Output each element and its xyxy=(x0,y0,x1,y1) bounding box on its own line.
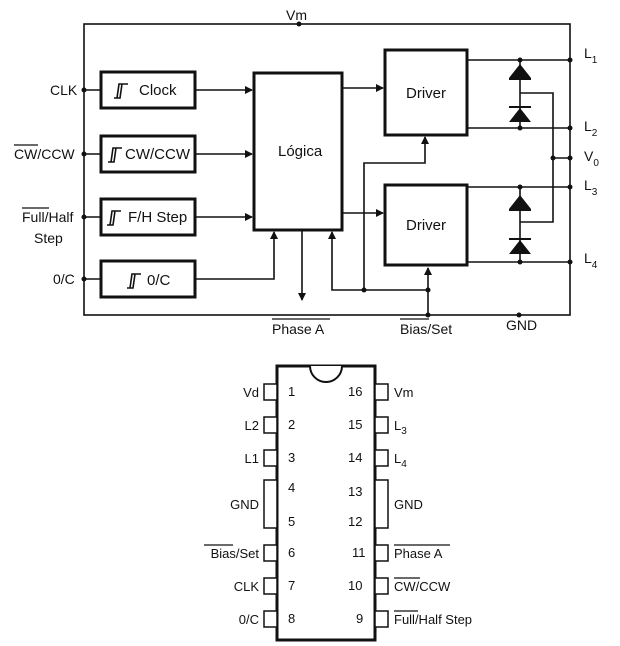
pin-number: 10 xyxy=(348,578,362,593)
pin-number: 6 xyxy=(288,545,295,560)
block-diagram: Vm CLK CW/CCW Full/Half Step 0/C Clock C… xyxy=(14,7,599,337)
pin-label: 0/C xyxy=(239,612,259,627)
cw-ccw-input-label: CW/CCW xyxy=(14,146,75,162)
diode-top-pair xyxy=(509,57,531,131)
pin-number: 11 xyxy=(352,545,366,560)
v0-label: V0 xyxy=(584,148,599,169)
pin-label: L2 xyxy=(245,418,259,433)
pin-number: 15 xyxy=(348,417,362,432)
cwccw-block-label: CW/CCW xyxy=(125,146,191,163)
ic-pinout: 1 2 3 4 5 6 7 8 16 15 14 13 12 11 10 9 V… xyxy=(204,364,472,642)
right-pin-stubs xyxy=(374,383,389,628)
step-input-label: Step xyxy=(34,230,63,246)
oc-block-label: 0/C xyxy=(147,272,171,289)
ic-body xyxy=(275,364,377,642)
pin-label: CW/CCW xyxy=(394,579,451,594)
pin-number: 3 xyxy=(288,450,295,465)
pin-label: Vd xyxy=(243,385,259,400)
l2-label: L2 xyxy=(584,118,598,139)
diode-bottom-pair xyxy=(509,184,531,265)
schmitt-trigger-icon xyxy=(127,273,141,289)
pin-label: GND xyxy=(230,497,259,512)
vm-terminal xyxy=(296,21,302,27)
logica-block: Lógica xyxy=(252,71,344,232)
chip-outline xyxy=(83,23,571,316)
fh-step-block-label: F/H Step xyxy=(128,209,187,226)
schmitt-trigger-icon xyxy=(107,210,121,226)
l1-terminal xyxy=(567,57,573,63)
pin-label: GND xyxy=(394,497,423,512)
fh-step-block: F/H Step xyxy=(99,197,197,237)
l4-terminal xyxy=(567,259,573,265)
bias-set-label: Bias/Set xyxy=(400,321,452,337)
l3-label: L3 xyxy=(584,177,598,198)
driver-top-label: Driver xyxy=(406,85,446,102)
phase-a-label: Phase A xyxy=(272,321,325,337)
pin-label: CLK xyxy=(234,579,260,594)
logica-block-label: Lógica xyxy=(278,143,323,160)
pin-label: Vm xyxy=(394,385,414,400)
pin-label: L1 xyxy=(245,451,259,466)
pin-label: Bias/Set xyxy=(211,546,260,561)
schmitt-trigger-icon xyxy=(114,83,128,99)
ic-notch xyxy=(309,365,343,383)
pin-label: Full/Half Step xyxy=(394,612,472,627)
vm-label: Vm xyxy=(286,7,307,23)
oc-input-label: 0/C xyxy=(53,271,75,287)
driver-bottom-label: Driver xyxy=(406,217,446,234)
gnd-terminal xyxy=(516,312,522,318)
pin-number: 1 xyxy=(288,384,295,399)
pin-number: 5 xyxy=(288,514,295,529)
cwccw-block: CW/CCW xyxy=(99,134,197,174)
l2-terminal xyxy=(567,125,573,131)
pin-number: 14 xyxy=(348,450,362,465)
pin-number: 12 xyxy=(348,514,362,529)
clk-input-label: CLK xyxy=(50,82,78,98)
l1-label: L1 xyxy=(584,45,598,66)
pin-number: 9 xyxy=(356,611,363,626)
driver-bottom-block: Driver xyxy=(383,183,469,267)
pin-number: 13 xyxy=(348,484,362,499)
pin-number: 2 xyxy=(288,417,295,432)
driver-top-block: Driver xyxy=(383,48,469,137)
oc-block: 0/C xyxy=(99,259,197,299)
schmitt-trigger-icon xyxy=(108,147,122,163)
pin-number: 7 xyxy=(288,578,295,593)
pin-label: Phase A xyxy=(394,546,443,561)
l4-label: L4 xyxy=(584,250,598,271)
pin-number: 4 xyxy=(288,480,295,495)
l3-terminal xyxy=(567,184,573,190)
clock-block: Clock xyxy=(99,70,197,110)
pin-label: L4 xyxy=(394,451,407,470)
pin-label: L3 xyxy=(394,418,407,437)
v0-terminal xyxy=(567,155,573,161)
left-pin-stubs xyxy=(263,383,278,628)
pin-number: 8 xyxy=(288,611,295,626)
clock-block-label: Clock xyxy=(139,82,177,99)
pin-number: 16 xyxy=(348,384,362,399)
gnd-label: GND xyxy=(506,317,537,333)
full-half-input-label: Full/Half xyxy=(22,209,73,225)
